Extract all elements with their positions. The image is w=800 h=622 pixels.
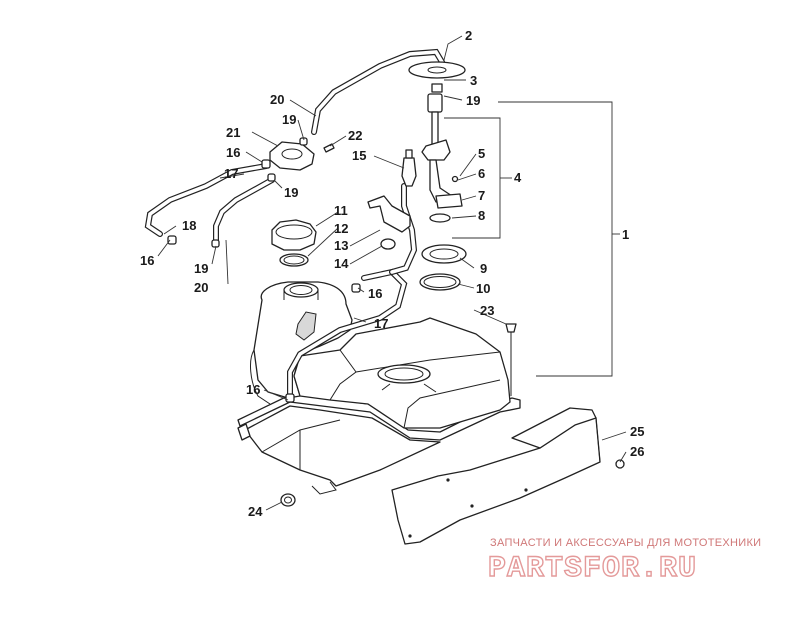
skid-plate-part-25 — [391, 407, 601, 545]
callout-14: 14 — [334, 256, 349, 271]
callout-16-c: 16 — [368, 286, 382, 301]
callout-20-b: 20 — [194, 280, 208, 295]
callout-19-d: 19 — [194, 261, 208, 276]
clamp-part-19 — [211, 137, 308, 248]
fuel-pump-part-4 — [421, 93, 459, 203]
callout-23: 23 — [480, 303, 494, 318]
callout-18: 18 — [182, 218, 196, 233]
callout-19-c: 19 — [284, 185, 298, 200]
callout-6: 6 — [478, 166, 485, 181]
plate-part-2 — [408, 61, 466, 79]
grommet-part-23 — [505, 323, 517, 396]
hose-17-lower — [287, 268, 408, 399]
hose-17-upper — [144, 163, 269, 237]
callout-16-a: 16 — [226, 145, 240, 160]
callout-26: 26 — [630, 444, 644, 459]
bracket-part-13 — [367, 195, 411, 233]
filter-part-7 — [435, 193, 463, 209]
gasket-part-10 — [419, 273, 461, 291]
callout-19-a: 19 — [466, 93, 480, 108]
screw-part-26 — [615, 459, 625, 469]
callout-22: 22 — [348, 128, 362, 143]
callout-labels: 1 2 3 4 5 6 7 8 9 10 11 12 13 14 15 16 1… — [140, 28, 644, 519]
callout-21: 21 — [226, 125, 240, 140]
callout-11: 11 — [334, 203, 348, 218]
callout-1: 1 — [622, 227, 629, 242]
callout-20-a: 20 — [270, 92, 284, 107]
watermark-tagline: ЗАПЧАСТИ И АКСЕССУАРЫ ДЛЯ МОТОТЕХНИКИ — [490, 537, 761, 549]
watermark-brand: PARTSFOR.RU — [488, 552, 697, 586]
callout-5: 5 — [478, 146, 485, 161]
hose-20-lower — [213, 177, 275, 245]
callout-8: 8 — [478, 208, 485, 223]
callout-3: 3 — [470, 73, 477, 88]
inline-filter-part-15 — [401, 149, 417, 187]
filler-cap-part-11 — [271, 219, 317, 251]
hose-20-upper — [311, 48, 445, 135]
callout-12: 12 — [334, 221, 348, 236]
callout-16-b: 16 — [140, 253, 154, 268]
callout-13: 13 — [334, 238, 348, 253]
callout-9: 9 — [480, 261, 487, 276]
ring-part-8 — [429, 213, 451, 223]
clamp-part-16 — [167, 159, 361, 403]
screw-part-22 — [323, 143, 335, 153]
callout-7: 7 — [478, 188, 485, 203]
hose-14 — [389, 183, 418, 275]
callout-17-a: 17 — [224, 166, 238, 181]
callout-24: 24 — [248, 504, 263, 519]
tank-tray — [237, 393, 521, 495]
callout-19-b: 19 — [282, 112, 296, 127]
callout-2: 2 — [465, 28, 472, 43]
lock-ring-part-9 — [421, 244, 467, 264]
plug-part-24 — [280, 493, 296, 507]
valve-part-21 — [269, 141, 315, 171]
fuel-tank — [250, 281, 511, 429]
connector-part-3 — [431, 83, 443, 93]
gasket-part-12 — [279, 253, 309, 267]
callout-17-b: 17 — [374, 316, 388, 331]
callout-10: 10 — [476, 281, 490, 296]
callout-15: 15 — [352, 148, 366, 163]
callout-25: 25 — [630, 424, 644, 439]
callout-4: 4 — [514, 170, 522, 185]
leader-lines — [157, 35, 627, 511]
watermark: ЗАПЧАСТИ И АКСЕССУАРЫ ДЛЯ МОТОТЕХНИКИ PA… — [487, 537, 761, 587]
callout-16-d: 16 — [246, 382, 260, 397]
clamp-part-14 — [380, 238, 396, 250]
